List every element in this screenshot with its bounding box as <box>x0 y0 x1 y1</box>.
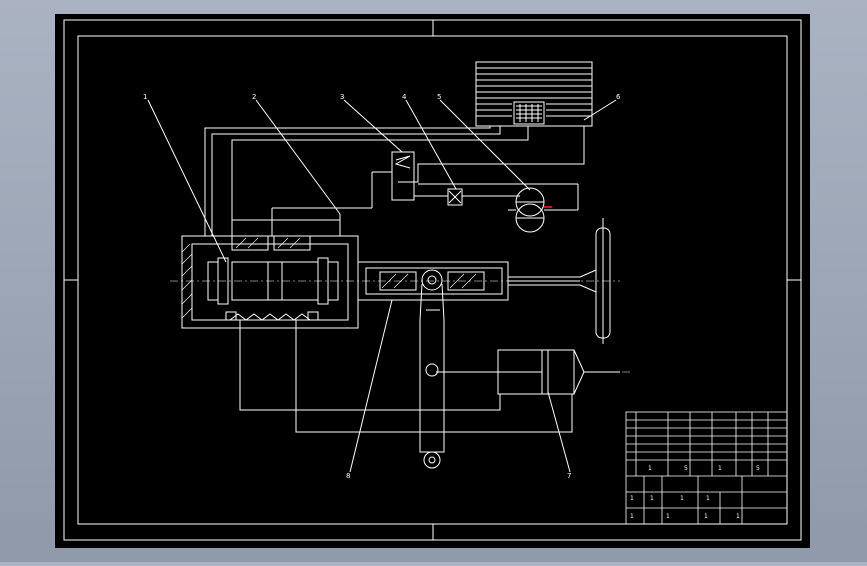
sheet-mark-8: 1 <box>736 513 740 520</box>
sheet-mark-7: 1 <box>704 513 708 520</box>
sheet-mark-5: 1 <box>630 513 634 520</box>
title-block <box>625 411 788 525</box>
title-block-text: 1 5 1 5 1 1 1 1 1 1 1 1 <box>630 465 760 520</box>
scale-mark-2: 5 <box>684 465 688 472</box>
sheet-mark-3: 1 <box>680 495 684 502</box>
center-lines <box>170 280 630 373</box>
callout-3: 3 <box>340 93 344 101</box>
callout-1: 1 <box>143 93 147 101</box>
drawing-lines <box>63 19 802 541</box>
callout-4: 4 <box>402 93 407 101</box>
gear-pump <box>418 183 579 233</box>
callout-7: 7 <box>567 472 571 480</box>
sheet-mark-2: 1 <box>650 495 654 502</box>
scale-mark-1: 1 <box>648 465 652 472</box>
hatching <box>181 237 477 319</box>
pitman-arm <box>419 269 445 469</box>
check-valve <box>414 188 520 206</box>
return-line-inner <box>231 126 529 236</box>
scale-mark-3: 1 <box>718 465 722 472</box>
spool-spring <box>229 313 311 321</box>
callout-8: 8 <box>346 472 350 480</box>
relief-valve <box>271 151 415 236</box>
sheet-mark-6: 1 <box>666 513 670 520</box>
callout-5: 5 <box>437 93 441 101</box>
callouts: 1 2 3 4 5 6 8 7 <box>143 93 621 480</box>
sheet-mark-4: 1 <box>706 495 710 502</box>
callout-2: 2 <box>252 93 256 101</box>
callout-6: 6 <box>616 93 621 101</box>
filter-element <box>513 101 545 125</box>
return-line-outer <box>204 126 491 236</box>
sheet-mark-1: 1 <box>630 495 634 502</box>
scale-mark-4: 5 <box>756 465 760 472</box>
reservoir-tank <box>475 61 593 127</box>
